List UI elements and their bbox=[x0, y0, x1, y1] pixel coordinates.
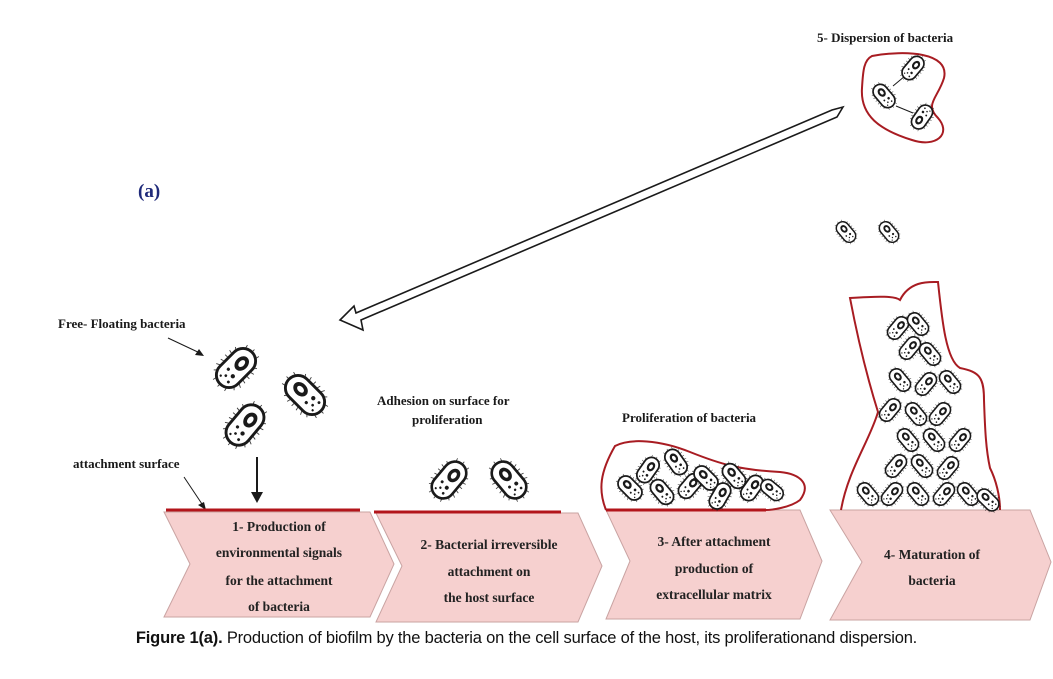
step-3-chevron bbox=[605, 509, 823, 620]
bacterium-icon bbox=[204, 336, 268, 400]
bacterium-icon bbox=[898, 395, 934, 433]
step-1-chevron bbox=[163, 511, 395, 618]
proliferating-bacteria bbox=[610, 442, 791, 516]
bacterium-icon bbox=[890, 421, 926, 459]
attachment-surface-label: attachment surface bbox=[73, 456, 180, 471]
bacterium-icon bbox=[878, 447, 914, 485]
bacterium-icon bbox=[273, 363, 337, 427]
bacterium-icon bbox=[908, 365, 944, 403]
attachment-surfaces bbox=[166, 508, 766, 514]
dispersion-label: 5- Dispersion of bacteria bbox=[817, 30, 954, 45]
pointer-arrow bbox=[183, 476, 206, 510]
svg-text:4- Maturation of: 4- Maturation of bbox=[884, 547, 980, 562]
step-1-text: 1- Production of environmental signals f… bbox=[216, 519, 342, 614]
bacterium-icon bbox=[874, 475, 910, 513]
bacterium-icon bbox=[850, 475, 886, 513]
bacterium-icon bbox=[882, 361, 918, 399]
bacterium-icon bbox=[926, 475, 962, 513]
bacterium-icon bbox=[942, 421, 978, 459]
svg-text:bacteria: bacteria bbox=[908, 573, 955, 588]
mature-biofilm-bacteria bbox=[850, 305, 1006, 518]
released-bacteria bbox=[829, 215, 906, 249]
bacterium-icon bbox=[922, 395, 958, 433]
proliferation-label: Proliferation of bacteria bbox=[622, 410, 757, 425]
dispersion-matrix-outline bbox=[860, 52, 946, 144]
caption-text: Production of biofilm by the bacteria on… bbox=[222, 629, 918, 647]
svg-text:attachment on: attachment on bbox=[448, 564, 531, 579]
bacterium-icon bbox=[930, 449, 966, 487]
step-4-chevron bbox=[829, 509, 1052, 621]
svg-text:the host surface: the host surface bbox=[444, 590, 535, 605]
step-4-text: 4- Maturation of bacteria bbox=[884, 547, 980, 588]
svg-text:of bacteria: of bacteria bbox=[248, 599, 310, 614]
bacterium-icon bbox=[829, 215, 863, 249]
adhered-bacteria bbox=[420, 450, 538, 510]
bacterium-icon bbox=[213, 392, 277, 458]
svg-text:for the attachment: for the attachment bbox=[226, 573, 333, 588]
step-3-text: 3- After attachment production of extrac… bbox=[656, 534, 772, 602]
step-2-text: 2- Bacterial irreversible attachment on … bbox=[421, 537, 558, 605]
adhesion-label-line1: Adhesion on surface for bbox=[377, 393, 510, 408]
maturation-matrix-outline bbox=[840, 280, 1001, 511]
free-floating-bacteria bbox=[204, 336, 337, 458]
figure-caption: Figure 1(a). Production of biofilm by th… bbox=[0, 629, 1053, 648]
dispersed-bacteria-cluster bbox=[865, 49, 940, 136]
free-floating-label: Free- Floating bacteria bbox=[58, 316, 186, 331]
pointer-arrow bbox=[167, 337, 204, 356]
svg-text:3- After attachment: 3- After attachment bbox=[658, 534, 771, 549]
svg-text:environmental signals: environmental signals bbox=[216, 545, 342, 560]
down-arrow-icon bbox=[251, 457, 263, 503]
dispersion-return-arrow bbox=[338, 105, 845, 332]
proliferation-matrix-outline bbox=[600, 440, 806, 511]
svg-text:extracellular matrix: extracellular matrix bbox=[656, 587, 772, 602]
bacterium-icon bbox=[872, 215, 906, 249]
step-2-chevron bbox=[375, 512, 603, 623]
panel-label: (a) bbox=[138, 181, 160, 202]
svg-text:production of: production of bbox=[675, 561, 754, 576]
svg-text:2- Bacterial irreversible: 2- Bacterial irreversible bbox=[421, 537, 558, 552]
bacterium-icon bbox=[932, 363, 968, 401]
bacterium-icon bbox=[900, 475, 936, 513]
bacterium-icon bbox=[916, 421, 952, 459]
svg-text:1- Production of: 1- Production of bbox=[232, 519, 326, 534]
bacterium-icon bbox=[904, 98, 940, 136]
bacterium-icon bbox=[904, 447, 940, 485]
caption-label: Figure 1(a). bbox=[135, 629, 223, 647]
bacterium-icon bbox=[420, 450, 478, 510]
step-chevrons bbox=[163, 509, 1052, 623]
adhesion-label-line2: proliferation bbox=[412, 412, 483, 427]
bacterium-icon bbox=[480, 450, 538, 510]
